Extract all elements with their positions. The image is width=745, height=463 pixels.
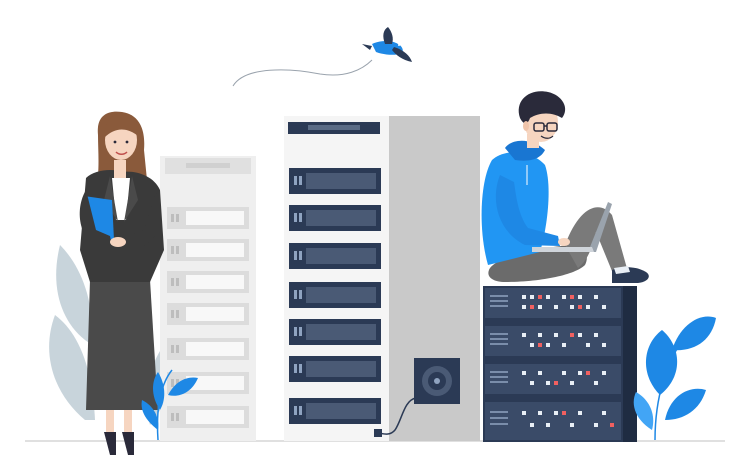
flight-trail	[232, 59, 373, 87]
cooling-fan-icon	[374, 358, 460, 437]
server-rack-light	[160, 156, 256, 441]
woman-with-tablet	[79, 111, 164, 455]
server-rack-dark	[483, 286, 637, 442]
plant-leaves-blue-left	[141, 369, 198, 441]
bird-icon	[362, 27, 412, 62]
plant-leaves-blue-right	[633, 316, 716, 441]
man-with-laptop	[481, 91, 649, 283]
